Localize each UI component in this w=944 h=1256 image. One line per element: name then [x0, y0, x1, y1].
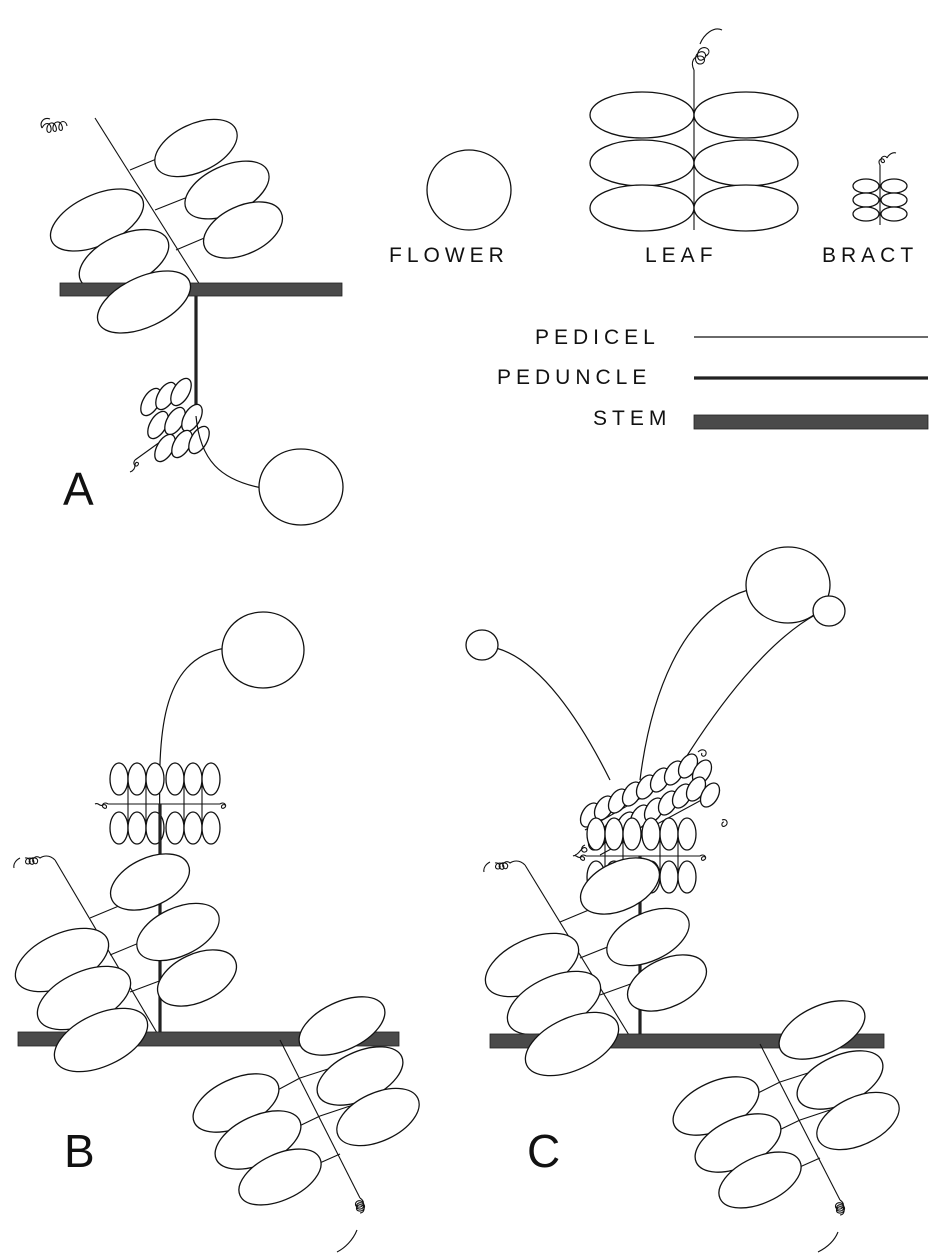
legend-leaf-label: LEAF: [645, 244, 718, 267]
legend-pedicel-label: PEDICEL: [535, 326, 660, 349]
legend-stem-label: STEM: [593, 407, 671, 430]
panel-b-letter: B: [64, 1125, 95, 1177]
panel-c-flower-small-left: [466, 630, 498, 660]
legend-leaf-icon: [590, 29, 798, 231]
panel-b-leaf-lower: [184, 985, 428, 1252]
panel-a-bract: [130, 375, 213, 472]
panel-c-leaf-lower: [664, 989, 908, 1252]
panel-b-flower: [222, 612, 304, 688]
panel-c-pedicel-center: [640, 590, 748, 780]
legend-bract-icon: [853, 153, 907, 225]
legend: FLOWER LEAF BRACT PEDICEL: [389, 29, 928, 430]
panel-c-pedicel-left: [496, 648, 610, 780]
panel-c: C: [466, 547, 908, 1252]
panel-b: B: [6, 612, 428, 1252]
panel-c-flower-small-right: [813, 596, 845, 626]
panel-a-letter: A: [63, 463, 94, 515]
legend-bract-label: BRACT: [822, 244, 918, 267]
legend-flower-label: FLOWER: [389, 244, 509, 267]
panel-a: A: [41, 108, 343, 525]
panel-a-stem: [60, 283, 342, 296]
legend-peduncle-label: PEDUNCLE: [497, 366, 651, 389]
legend-flower-icon: [427, 150, 511, 230]
panel-c-letter: C: [527, 1125, 560, 1177]
panel-a-flower: [259, 449, 343, 525]
legend-stem-bar: [694, 415, 928, 429]
